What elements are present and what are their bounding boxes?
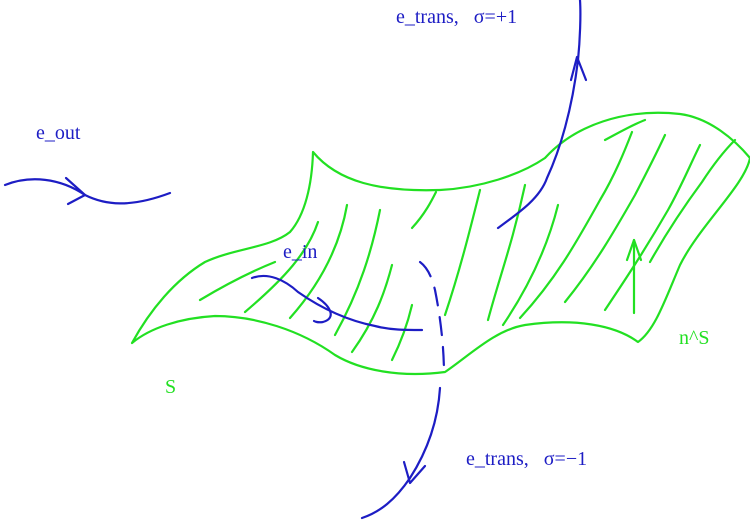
label-e-trans-minus: e_trans, σ=−1 [466,448,588,470]
label-e-in: e_in [283,241,318,263]
edge-trans-up-curve [496,0,582,230]
hatch-line [648,138,737,264]
hatch-line [603,143,702,312]
hatch-line [198,260,277,302]
label-e-out: e_out [36,122,81,144]
edge-in-loop [312,296,332,324]
edge-trans-hidden-segment [418,260,446,377]
hatch-line [288,203,349,320]
hatch-line [501,203,560,327]
hatch-line [486,183,527,322]
label-surface-s: S [165,376,177,398]
edge-trans-down-curve [360,386,442,520]
edge-in-curve [250,274,424,332]
hatch-line [243,220,320,314]
edge-out-arrowhead [64,176,87,206]
normal-vector-arrowhead [625,238,643,262]
hatch-line [350,263,394,354]
hatch-line [563,133,667,304]
edge-out-curve [3,178,172,205]
hatch-line [603,118,647,142]
edge-trans-up-arrowhead [569,55,588,82]
hatch-line [518,130,634,320]
surface-s [130,111,750,376]
edge-trans-down-arrowhead [402,460,427,485]
hatch-line [410,190,438,230]
hatch-line [390,303,414,362]
hatch-line [443,188,482,317]
label-e-trans-plus: e_trans, σ=+1 [396,6,518,28]
edge-curves [3,0,588,520]
label-normal-n-s: n^S [679,327,710,349]
hatch-line [333,208,382,337]
